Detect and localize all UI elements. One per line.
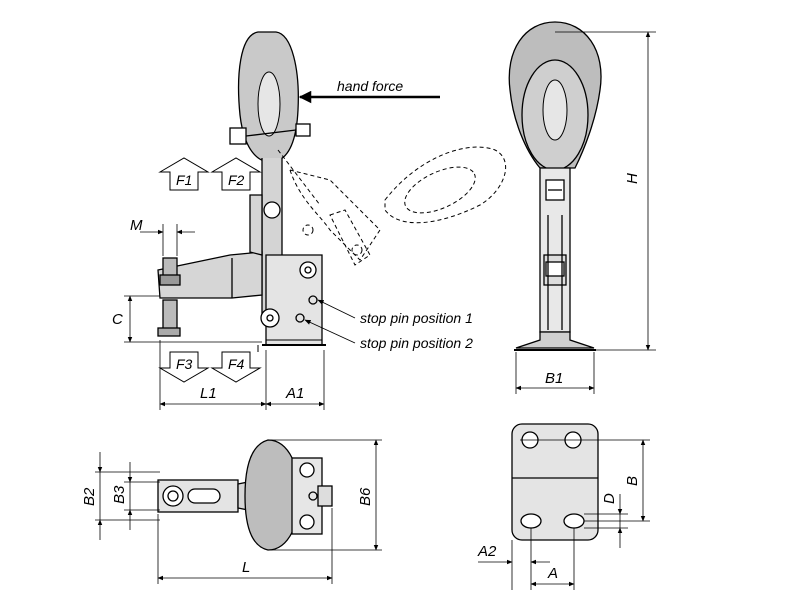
dim-b3-label: B3 <box>111 485 128 504</box>
dim-b-label: B <box>624 476 641 486</box>
dim-m-label: M <box>130 217 143 234</box>
dim-l1-label: L1 <box>200 385 217 402</box>
stop-pin-2-label: stop pin position 2 <box>360 335 473 351</box>
dim-h-label: H <box>624 173 641 184</box>
side-view <box>157 31 507 352</box>
top-view <box>157 439 333 551</box>
dim-b2-label: B2 <box>81 487 98 506</box>
force-f1-label: F1 <box>176 172 192 188</box>
dim-b1-label: B1 <box>545 370 563 387</box>
dim-a2-label: A2 <box>477 543 497 560</box>
dim-a1-label: A1 <box>285 385 304 402</box>
force-f4-label: F4 <box>228 356 245 372</box>
hand-force-label: hand force <box>337 78 403 94</box>
base-plate-view <box>511 423 599 541</box>
stop-pin-1-label: stop pin position 1 <box>360 310 473 326</box>
front-view <box>508 21 602 351</box>
force-arrows <box>158 157 262 383</box>
open-position-outline <box>289 146 507 266</box>
dim-l-label: L <box>242 559 250 576</box>
dim-c-label: C <box>112 311 123 328</box>
dim-a-label: A <box>547 565 558 582</box>
dim-d-label: D <box>601 493 618 504</box>
force-f2-label: F2 <box>228 172 245 188</box>
dim-b6-label: B6 <box>357 487 374 506</box>
force-f3-label: F3 <box>176 356 193 372</box>
